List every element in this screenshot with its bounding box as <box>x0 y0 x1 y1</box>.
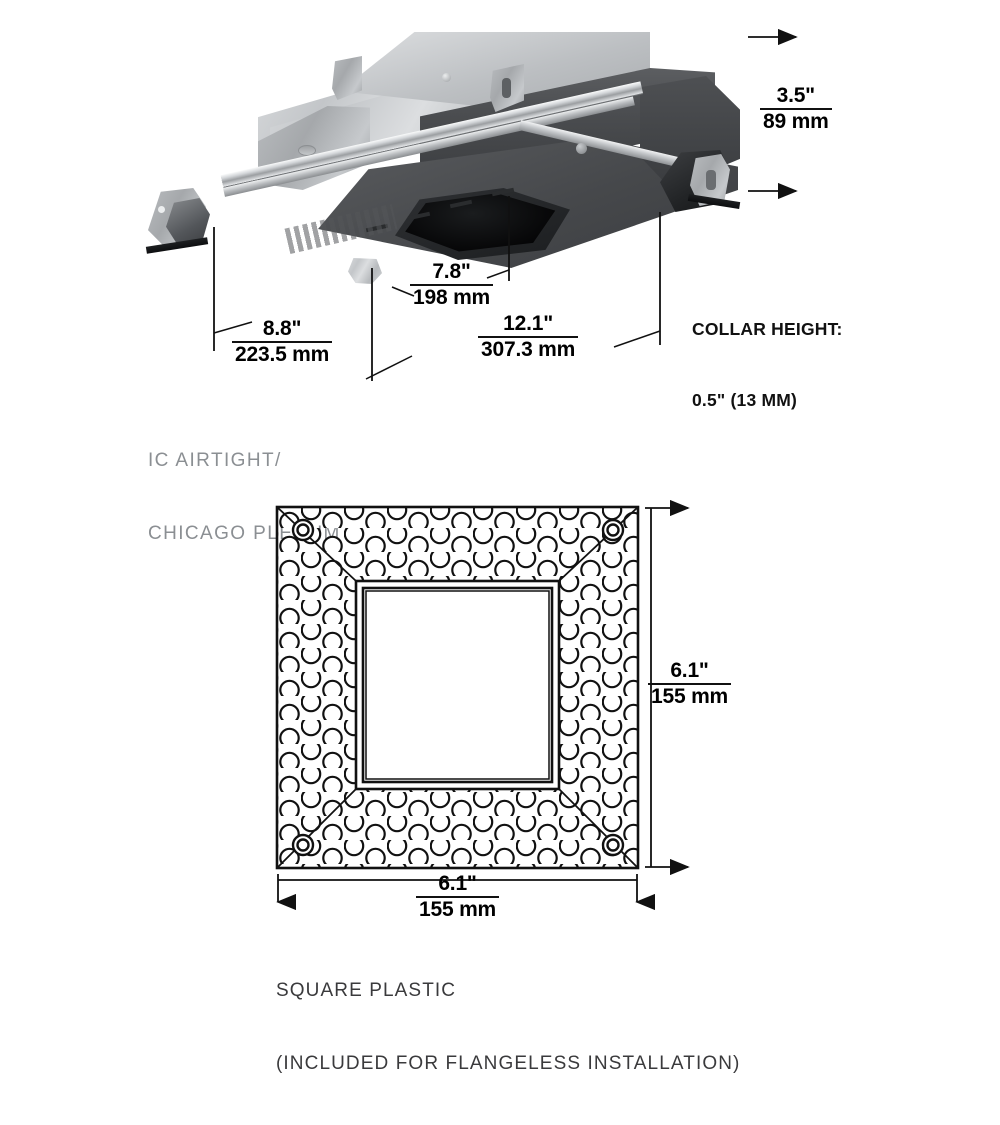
corner-screw-boss-top-left <box>291 518 315 542</box>
miter-diagonal-top-left <box>276 506 357 582</box>
trim-inner-opening-outer <box>354 579 561 791</box>
collar-height-value: 0.5" (13 MM) <box>692 390 798 411</box>
dimension-height: 3.5" 89 mm <box>760 85 832 133</box>
bracket-slot-right <box>706 170 716 190</box>
trim-inner-opening-edge <box>365 590 550 780</box>
collar-height-label: COLLAR HEIGHT: <box>692 319 843 340</box>
housing-dimension-lines <box>213 28 798 381</box>
technical-drawing-sheet: 3.5" 89 mm 8.8" 223.5 mm 7.8" 198 mm 12.… <box>140 20 843 1074</box>
trim-inner-opening-face <box>366 591 549 779</box>
trim-caption: SQUARE PLASTIC (INCLUDED FOR FLANGELESS … <box>276 930 740 1125</box>
trim-inner-opening-inner <box>361 586 554 784</box>
corner-screw-boss-top-right <box>601 518 625 542</box>
housing-screw-rear <box>442 73 451 82</box>
dimension-depth: 8.8" 223.5 mm <box>232 318 333 366</box>
collar-height-note: COLLAR HEIGHT: 0.5" (13 MM) <box>692 271 843 460</box>
trim-caption-line1: SQUARE PLASTIC <box>276 979 457 1001</box>
trim-outer-square <box>275 505 640 870</box>
dimension-aperture: 7.8" 198 mm <box>410 261 494 309</box>
housing-caption-line1: IC AIRTIGHT/ <box>148 449 282 471</box>
miter-diagonal-top-right <box>558 506 639 582</box>
corner-screw-boss-bottom-left <box>291 833 315 857</box>
housing-product-image <box>140 20 741 285</box>
dimension-trim-height: 6.1" 155 mm <box>648 660 732 708</box>
bracket-slot-center <box>502 78 511 98</box>
bracket-screw-left <box>158 206 165 213</box>
corner-screw-boss-bottom-right <box>601 833 625 857</box>
dimension-width: 12.1" 307.3 mm <box>478 313 579 361</box>
square-plastic-trim-drawing <box>275 499 690 911</box>
miter-diagonal-bottom-right <box>558 788 639 869</box>
junction-box-knockout <box>298 145 316 156</box>
miter-diagonal-bottom-left <box>276 788 357 869</box>
dimension-trim-width: 6.1" 155 mm <box>416 873 500 921</box>
trim-caption-line2: (INCLUDED FOR FLANGELESS INSTALLATION) <box>276 1052 741 1074</box>
housing-screw-front <box>576 143 587 154</box>
